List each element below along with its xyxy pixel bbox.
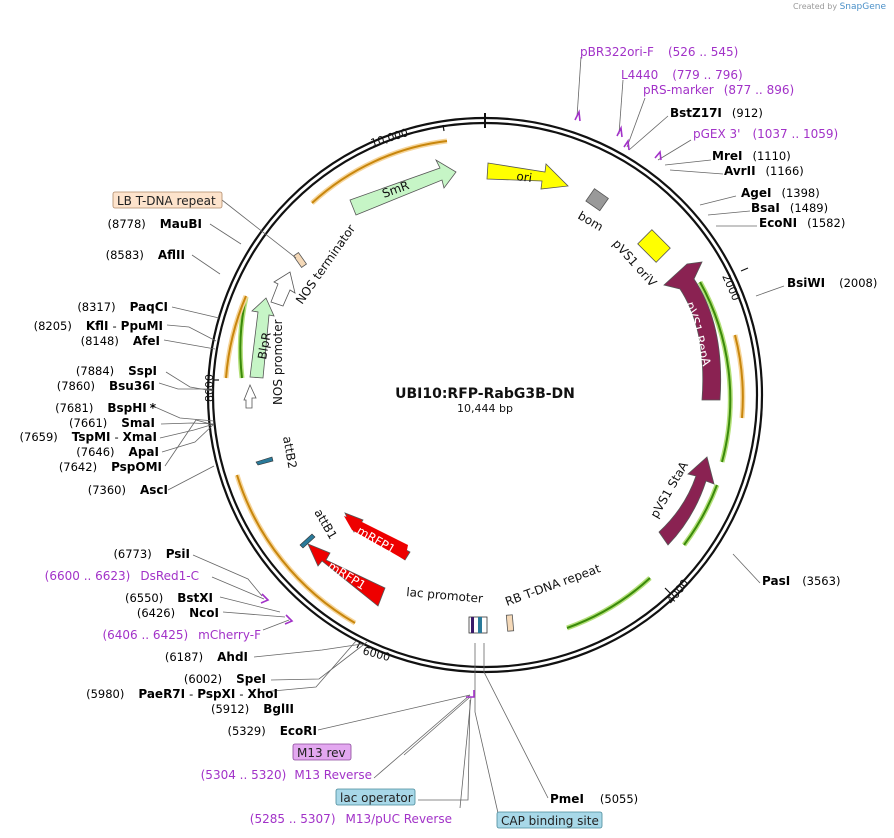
feature-ori[interactable]: ori	[486, 162, 569, 190]
feature-bom[interactable]: bom	[576, 188, 609, 234]
feature-nos-promoter[interactable]: NOS promoter	[243, 319, 285, 409]
primer-m13-puc-reverse[interactable]: (5285 .. 5307)M13/pUC Reverse	[250, 812, 452, 826]
enzyme-bsai[interactable]: BsaI(1489)	[751, 201, 828, 215]
feature-lac-promoter-label: lac promoter	[406, 585, 484, 606]
feature-nos-terminator[interactable]: NOS terminator	[270, 222, 358, 307]
primer-l4440[interactable]: L4440(779 .. 796)	[621, 68, 743, 82]
feature-pvs1-staa[interactable]: pVS1 StaA	[647, 456, 715, 546]
enzyme-tspmi-xmai[interactable]: (7659)TspMI-XmaI	[20, 430, 157, 444]
enzyme-sspi[interactable]: (7884)SspI	[76, 364, 157, 378]
primer-mcherry-f[interactable]: (6406 .. 6425)mCherry-F	[102, 628, 261, 642]
enzyme-mrei[interactable]: MreI(1110)	[712, 149, 791, 163]
primer-prs-marker[interactable]: pRS-marker(877 .. 896)	[643, 83, 794, 97]
enzyme-bsphi[interactable]: (7681)BspHI*	[55, 401, 157, 415]
enzyme-maubi[interactable]: (8778)MauBI	[108, 217, 202, 231]
orf-arcs	[223, 138, 746, 631]
primer-markers	[260, 109, 662, 698]
enzyme-bstz17i[interactable]: BstZ17I(912)	[670, 106, 763, 120]
enzyme-psii[interactable]: (6773)PsiI	[113, 547, 190, 561]
feature-rb-tdna-label: RB T-DNA repeat	[503, 561, 602, 609]
feature-attb2-label: attB2	[280, 435, 299, 470]
enzyme-spei[interactable]: (6002)SpeI	[184, 672, 266, 686]
enzyme-pasi[interactable]: PasI(3563)	[762, 574, 840, 588]
feature-attb2[interactable]: attB2	[255, 435, 300, 470]
tick-label-6000: 6000	[361, 644, 391, 664]
primer-dsred1-c[interactable]: (6600 .. 6623)DsRed1-C	[45, 569, 199, 583]
feature-blpr[interactable]: BlpR	[249, 297, 275, 379]
tick-label-10000: 10,000	[369, 126, 410, 150]
tick-label-2000: 2000	[719, 272, 742, 303]
feature-blpr-label: BlpR	[255, 331, 274, 361]
box-lb-tdna-label: LB T-DNA repeat	[117, 194, 216, 208]
enzyme-bsu36i[interactable]: (7860)Bsu36I	[57, 379, 155, 393]
box-cap-binding[interactable]: CAP binding site	[496, 811, 603, 829]
enzyme-kfli-ppumi[interactable]: (8205)KflI-PpuMI	[34, 319, 163, 333]
enzyme-paqci[interactable]: (8317)PaqCI	[77, 300, 168, 314]
box-lb-tdna[interactable]: LB T-DNA repeat	[112, 191, 223, 209]
feature-bom-label: bom	[576, 208, 606, 233]
enzyme-smai[interactable]: (7661)SmaI	[69, 416, 155, 430]
feature-pvs1-repa[interactable]: pVS1 RepA	[663, 261, 722, 401]
tick-marks	[213, 124, 749, 649]
feature-nos-promoter-label: NOS promoter	[271, 319, 285, 405]
enzyme-aflii[interactable]: (8583)AflII	[106, 248, 185, 262]
snapgene-credit: Created by SnapGene	[793, 2, 886, 12]
primer-labels: pBR322ori-F(526 .. 545) L4440(779 .. 796…	[45, 45, 839, 826]
box-m13-rev-label: M13 rev	[297, 746, 346, 760]
enzyme-asci[interactable]: (7360)AscI	[88, 483, 168, 497]
enzyme-labels-left: (5329)EcoRI (5912)BglII (5980)PaeR7I-Psp…	[20, 217, 317, 738]
enzyme-bstxi[interactable]: (6550)BstXI	[125, 591, 213, 605]
enzyme-ecori[interactable]: (5329)EcoRI	[227, 724, 317, 738]
enzyme-pmei[interactable]: PmeI(5055)	[550, 792, 638, 806]
enzyme-pspomi[interactable]: (7642)PspOMI	[59, 460, 162, 474]
enzyme-agei[interactable]: AgeI(1398)	[741, 186, 820, 200]
feature-mrfp1-b-label: mRFP1	[325, 559, 368, 593]
feature-mrfp1-a-label: mRFP1	[355, 523, 398, 556]
feature-lac-promoter[interactable]: lac promoter	[406, 585, 488, 634]
feature-pvs1-oriv[interactable]: pVS1 oriV	[610, 229, 671, 290]
tick-label-8000: 8000	[203, 374, 216, 402]
box-m13-rev[interactable]: M13 rev	[292, 743, 352, 761]
enzyme-bglii[interactable]: (5912)BglII	[211, 702, 294, 716]
feature-attb1[interactable]: attB1	[299, 507, 340, 549]
box-lac-operator[interactable]: lac operator	[335, 788, 416, 806]
primer-pgex-3[interactable]: pGEX 3'(1037 .. 1059)	[693, 127, 838, 141]
enzyme-ncoi[interactable]: (6426)NcoI	[137, 606, 219, 620]
feature-lb-tdna[interactable]	[292, 251, 308, 269]
credit-prefix: Created by	[793, 2, 838, 11]
enzyme-ahdi[interactable]: (6187)AhdI	[165, 650, 248, 664]
feature-ori-label: ori	[516, 169, 533, 185]
enzyme-econi[interactable]: EcoNI(1582)	[759, 216, 845, 230]
enzyme-paer7i-pspxi-xhoi[interactable]: (5980)PaeR7I-PspXI-XhoI	[86, 687, 278, 701]
primer-m13-reverse[interactable]: (5304 .. 5320)M13 Reverse	[201, 768, 372, 782]
feature-mrfp1-a[interactable]: mRFP1	[344, 512, 411, 561]
enzyme-labels: BstZ17I(912) MreI(1110) AvrII(1166) AgeI…	[550, 106, 877, 806]
box-lac-operator-label: lac operator	[340, 791, 413, 805]
connector-lines	[154, 56, 785, 814]
enzyme-afei[interactable]: (8148)AfeI	[81, 334, 160, 348]
plasmid-length: 10,444 bp	[457, 402, 513, 415]
feature-attb1-label: attB1	[311, 507, 339, 542]
feature-smr[interactable]: SmR	[349, 158, 457, 216]
primer-pbr322ori-f[interactable]: pBR322ori-F(526 .. 545)	[580, 45, 738, 59]
plasmid-name: UBI10:RFP-RabG3B-DN	[395, 386, 575, 402]
enzyme-bsiwi[interactable]: BsiWI(2008)	[787, 276, 877, 290]
enzyme-avrii[interactable]: AvrII(1166)	[724, 164, 804, 178]
box-cap-binding-label: CAP binding site	[501, 814, 599, 828]
enzyme-apai[interactable]: (7646)ApaI	[76, 445, 159, 459]
snapgene-logo: SnapGene	[839, 2, 886, 12]
